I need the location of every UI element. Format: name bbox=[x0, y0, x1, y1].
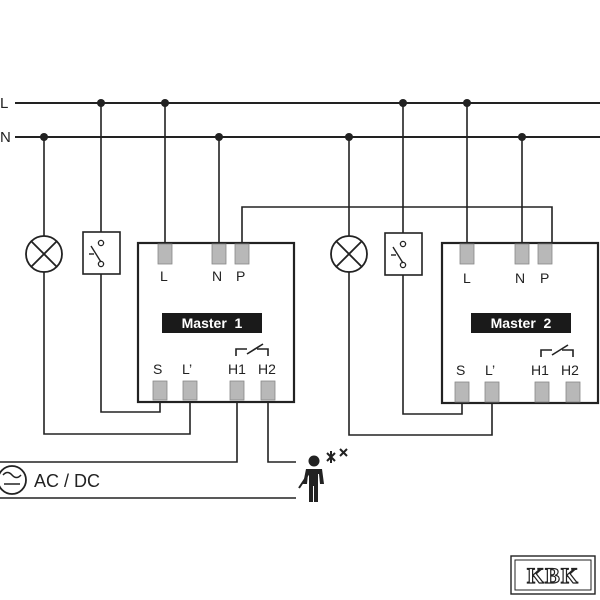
lamp-icon bbox=[330, 235, 368, 273]
terminal-label-l-prime: L’ bbox=[485, 362, 495, 378]
terminal-l bbox=[157, 243, 173, 265]
terminal-l bbox=[459, 243, 475, 265]
terminal-n bbox=[514, 243, 530, 265]
module-master-2: L N P Master 2 S L’ H1 H2 bbox=[440, 241, 600, 405]
motion-sensor-person-icon bbox=[298, 448, 348, 502]
switch-icon bbox=[384, 232, 423, 276]
module-name-plate bbox=[162, 313, 262, 333]
bus-label-n: N bbox=[0, 129, 11, 146]
switch-icon bbox=[82, 231, 121, 275]
terminal-l-prime bbox=[182, 380, 198, 401]
module-name: Master 1 bbox=[182, 315, 243, 331]
ac-dc-source-icon bbox=[0, 465, 27, 495]
terminal-h2 bbox=[565, 381, 581, 403]
module-name: Master 2 bbox=[491, 315, 552, 331]
terminal-label-h1: H1 bbox=[228, 361, 246, 377]
terminal-label-l: L bbox=[160, 268, 168, 284]
module-master-1: L N P Master 1 S L’ H1 H2 bbox=[136, 241, 296, 404]
terminal-n bbox=[211, 243, 227, 265]
junctions bbox=[40, 99, 526, 141]
logo-text: KBK bbox=[527, 563, 579, 588]
terminal-label-p: P bbox=[236, 268, 245, 284]
terminal-label-l-prime: L’ bbox=[182, 361, 192, 377]
terminal-l-prime bbox=[484, 381, 500, 403]
relay-contact-icon bbox=[235, 343, 269, 356]
terminal-h1 bbox=[534, 381, 550, 403]
terminal-label-h2: H2 bbox=[258, 361, 276, 377]
brand-logo: KBK bbox=[510, 555, 596, 595]
bus-lines bbox=[15, 102, 600, 138]
supply-label: AC / DC bbox=[34, 471, 100, 491]
bus-label-l: L bbox=[0, 95, 8, 112]
terminal-h1 bbox=[229, 380, 245, 401]
terminal-label-p: P bbox=[540, 270, 549, 286]
terminal-p bbox=[234, 243, 250, 265]
terminal-label-n: N bbox=[515, 270, 525, 286]
terminal-s bbox=[454, 381, 470, 403]
terminal-label-n: N bbox=[212, 268, 222, 284]
terminal-s bbox=[152, 380, 168, 401]
terminal-h2 bbox=[260, 380, 276, 401]
terminal-label-l: L bbox=[463, 270, 471, 286]
module-name-plate bbox=[471, 313, 571, 333]
wires bbox=[0, 103, 553, 499]
relay-contact-icon bbox=[540, 344, 574, 357]
terminal-label-h2: H2 bbox=[561, 362, 579, 378]
terminal-label-s: S bbox=[456, 362, 465, 378]
terminal-label-h1: H1 bbox=[531, 362, 549, 378]
terminal-label-s: S bbox=[153, 361, 162, 377]
lamp-icon bbox=[25, 235, 63, 273]
terminal-p bbox=[537, 243, 553, 265]
